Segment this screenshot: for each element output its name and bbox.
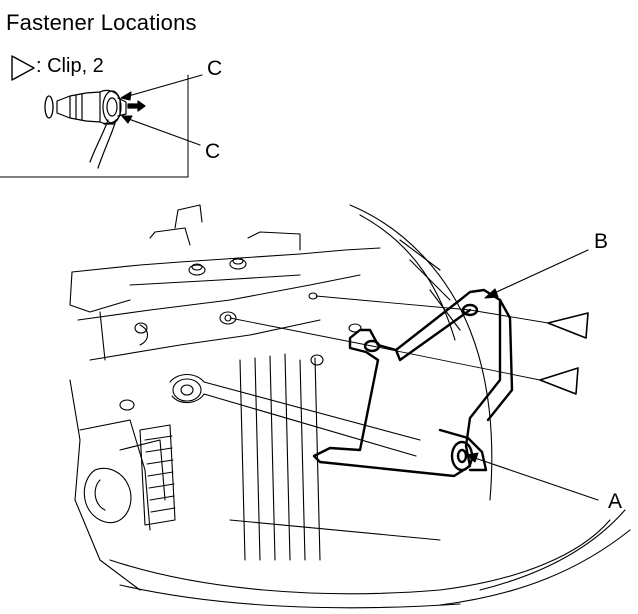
vehicle-front-structure [69,204,631,609]
fastener-projection-lines [229,295,549,381]
diagram-title: Fastener Locations [6,10,197,35]
legend-triangle-icon [11,55,35,81]
clip-triangle-icon-upper [547,312,589,339]
callout-c-lower: C [205,140,221,163]
legend-clip-label: : Clip, 2 [36,55,104,77]
callout-a: A [608,490,623,513]
inset-leader-lines [120,74,203,146]
clip-detail-drawing [44,89,146,169]
leader-a [466,452,599,501]
clip-triangle-icon-lower [539,367,579,395]
bracket-part [312,288,514,478]
callout-b: B [594,230,609,253]
callout-c-upper: C [207,57,223,80]
leader-b [484,249,589,299]
inset-frame [0,74,189,178]
